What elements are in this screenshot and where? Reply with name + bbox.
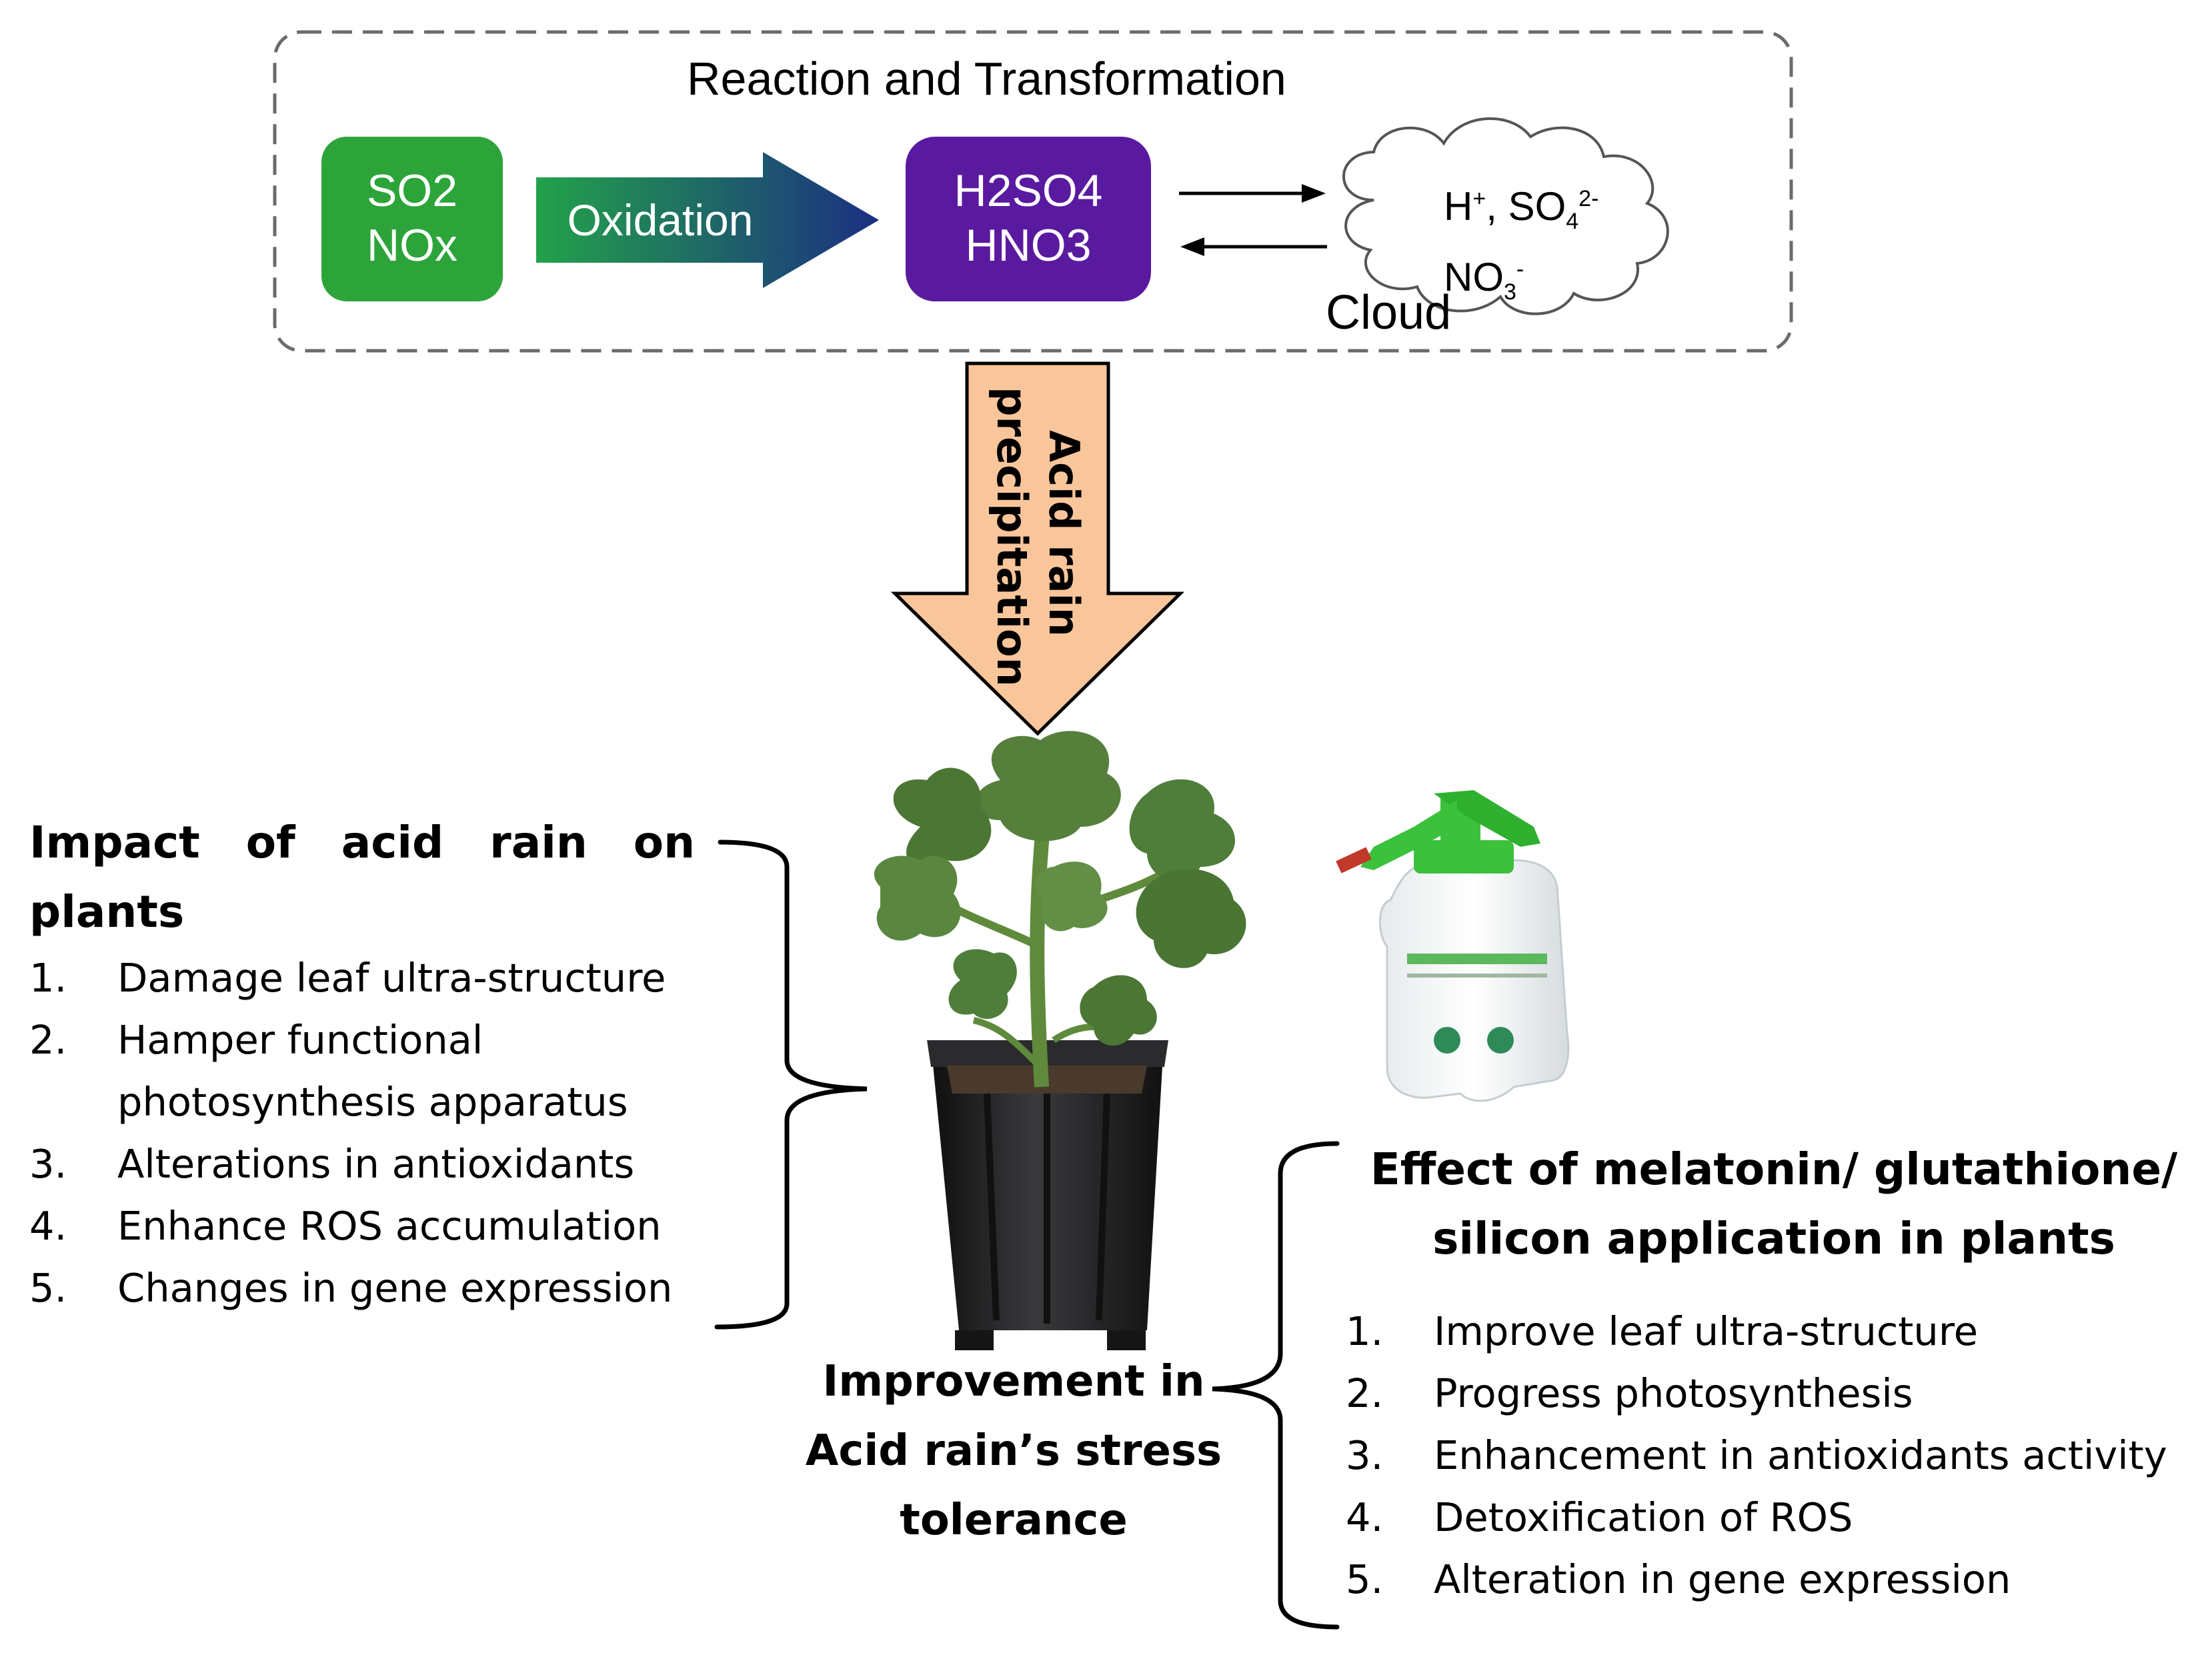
list-item-text: Hamper functional bbox=[117, 1017, 483, 1063]
plant-leaves-illustration bbox=[874, 731, 1246, 1088]
impact-heading-line1: Impact of acid rain on bbox=[29, 817, 696, 868]
list-item-text: Enhance ROS accumulation bbox=[117, 1203, 662, 1249]
down-arrow bbox=[890, 361, 1185, 736]
list-item-number: 3. bbox=[29, 1141, 67, 1187]
list-item-text: Alterations in antioxidants bbox=[117, 1141, 635, 1187]
cloud-label: Cloud bbox=[1326, 286, 1452, 339]
down-arrow-line1: Acid rain bbox=[1040, 430, 1088, 637]
list-item: 3. Enhancement in antioxidants activity bbox=[1346, 1424, 2207, 1486]
list-item-text: Progress photosynthesis bbox=[1434, 1370, 1913, 1416]
ion-no3-sub: 3 bbox=[1504, 279, 1516, 305]
reactant-line2: NOx bbox=[367, 220, 457, 271]
ion-no3: NO bbox=[1444, 255, 1504, 299]
list-item: 5. Alteration in gene expression bbox=[1346, 1548, 2207, 1610]
impact-heading-line2: plants bbox=[29, 886, 185, 938]
ion-h-charge: + bbox=[1472, 186, 1486, 211]
ion-h: H bbox=[1444, 184, 1473, 229]
reactant-box bbox=[321, 137, 503, 301]
list-item-text: photosynthesis apparatus bbox=[117, 1079, 628, 1125]
list-item: 1. Improve leaf ultra-structure bbox=[1346, 1300, 2207, 1362]
down-arrow-label: Acid rain precipitation bbox=[986, 387, 1090, 687]
improvement-label: Improvement in Acid rain’s stress tolera… bbox=[787, 1347, 1240, 1555]
list-item-number: 3. bbox=[1346, 1432, 1384, 1478]
ion-so4-sub: 4 bbox=[1566, 209, 1579, 234]
list-item-text: Damage leaf ultra-structure bbox=[117, 955, 666, 1001]
list-item: 2. Hamper functional bbox=[29, 1009, 703, 1071]
product-line2: HNO3 bbox=[965, 220, 1092, 271]
improvement-line3: tolerance bbox=[900, 1496, 1128, 1545]
improvement-line1: Improvement in bbox=[822, 1357, 1205, 1406]
list-item: 1. Damage leaf ultra-structure bbox=[29, 947, 703, 1009]
list-item-number: 5. bbox=[1346, 1556, 1384, 1602]
reactant-label: SO2 NOx bbox=[321, 163, 503, 273]
down-arrow-line2: precipitation bbox=[988, 387, 1036, 687]
improvement-line2: Acid rain’s stress bbox=[805, 1426, 1222, 1476]
cloud-ions-line1: H+, SO42- bbox=[1444, 184, 1599, 234]
list-item-number: 4. bbox=[29, 1203, 67, 1249]
list-item-number: 5. bbox=[29, 1265, 67, 1311]
oxidation-arrow bbox=[536, 152, 879, 288]
cloud-ions: H+, SO42- NO3- bbox=[1444, 175, 1598, 316]
list-item-text: Improve leaf ultra-structure bbox=[1434, 1308, 1979, 1354]
reaction-box bbox=[273, 30, 1793, 353]
list-item: 4. Enhance ROS accumulation bbox=[29, 1195, 703, 1257]
equilibrium-arrows bbox=[1179, 184, 1327, 256]
effect-list: 1. Improve leaf ultra-structure 2. Progress… bbox=[1340, 1300, 2207, 1610]
left-brace bbox=[714, 840, 868, 1330]
reactant-line1: SO2 bbox=[366, 165, 458, 216]
list-item-text: Detoxification of ROS bbox=[1434, 1494, 1853, 1540]
list-item-number: 1. bbox=[29, 955, 67, 1001]
effect-heading: Effect of melatonin/ glutathione/ silico… bbox=[1340, 1135, 2207, 1274]
ion-no3-charge: - bbox=[1516, 257, 1524, 282]
product-line1: H2SO4 bbox=[954, 165, 1103, 216]
list-item-text: Changes in gene expression bbox=[117, 1265, 673, 1311]
list-item: 2. Progress photosynthesis bbox=[1346, 1362, 2207, 1424]
list-item-number: 4. bbox=[1346, 1494, 1384, 1540]
list-item: 3. Alterations in antioxidants bbox=[29, 1133, 703, 1195]
effect-heading-line2: silicon application in plants bbox=[1432, 1213, 2115, 1264]
effect-heading-line1: Effect of melatonin/ glutathione/ bbox=[1370, 1144, 2178, 1195]
list-item-number: 2. bbox=[1346, 1370, 1384, 1416]
effect-section: Effect of melatonin/ glutathione/ silico… bbox=[1340, 1135, 2207, 1610]
right-brace bbox=[1212, 1141, 1340, 1630]
list-item-text: Enhancement in antioxidants activity bbox=[1434, 1432, 2167, 1478]
product-label: H2SO4 HNO3 bbox=[906, 163, 1151, 273]
ion-so4: SO bbox=[1508, 184, 1566, 229]
list-item-number: 2. bbox=[29, 1017, 67, 1063]
impact-list: 1. Damage leaf ultra-structure 2. Hamper fu… bbox=[29, 947, 703, 1319]
sprayer-bottle-illustration bbox=[1336, 790, 1570, 1102]
cloud-ions-line2: NO3- bbox=[1444, 245, 1598, 316]
list-item-number: 1. bbox=[1346, 1308, 1384, 1354]
ion-so4-charge: 2- bbox=[1578, 186, 1599, 211]
list-item: 5. Changes in gene expression bbox=[29, 1257, 703, 1319]
plant-pot-illustration bbox=[927, 1040, 1168, 1350]
list-item-text: Alteration in gene expression bbox=[1434, 1556, 2011, 1602]
impact-section: Impact of acid rain on plants 1. Damage l… bbox=[29, 808, 703, 1319]
cloud-shape bbox=[1342, 117, 1669, 315]
oxidation-label: Oxidation bbox=[567, 195, 754, 245]
list-item: 4. Detoxification of ROS bbox=[1346, 1486, 2207, 1548]
product-box bbox=[906, 137, 1151, 301]
list-item: photosynthesis apparatus bbox=[29, 1071, 703, 1133]
reaction-box-title: Reaction and Transformation bbox=[687, 53, 1286, 105]
impact-heading: Impact of acid rain on plants bbox=[29, 808, 703, 947]
